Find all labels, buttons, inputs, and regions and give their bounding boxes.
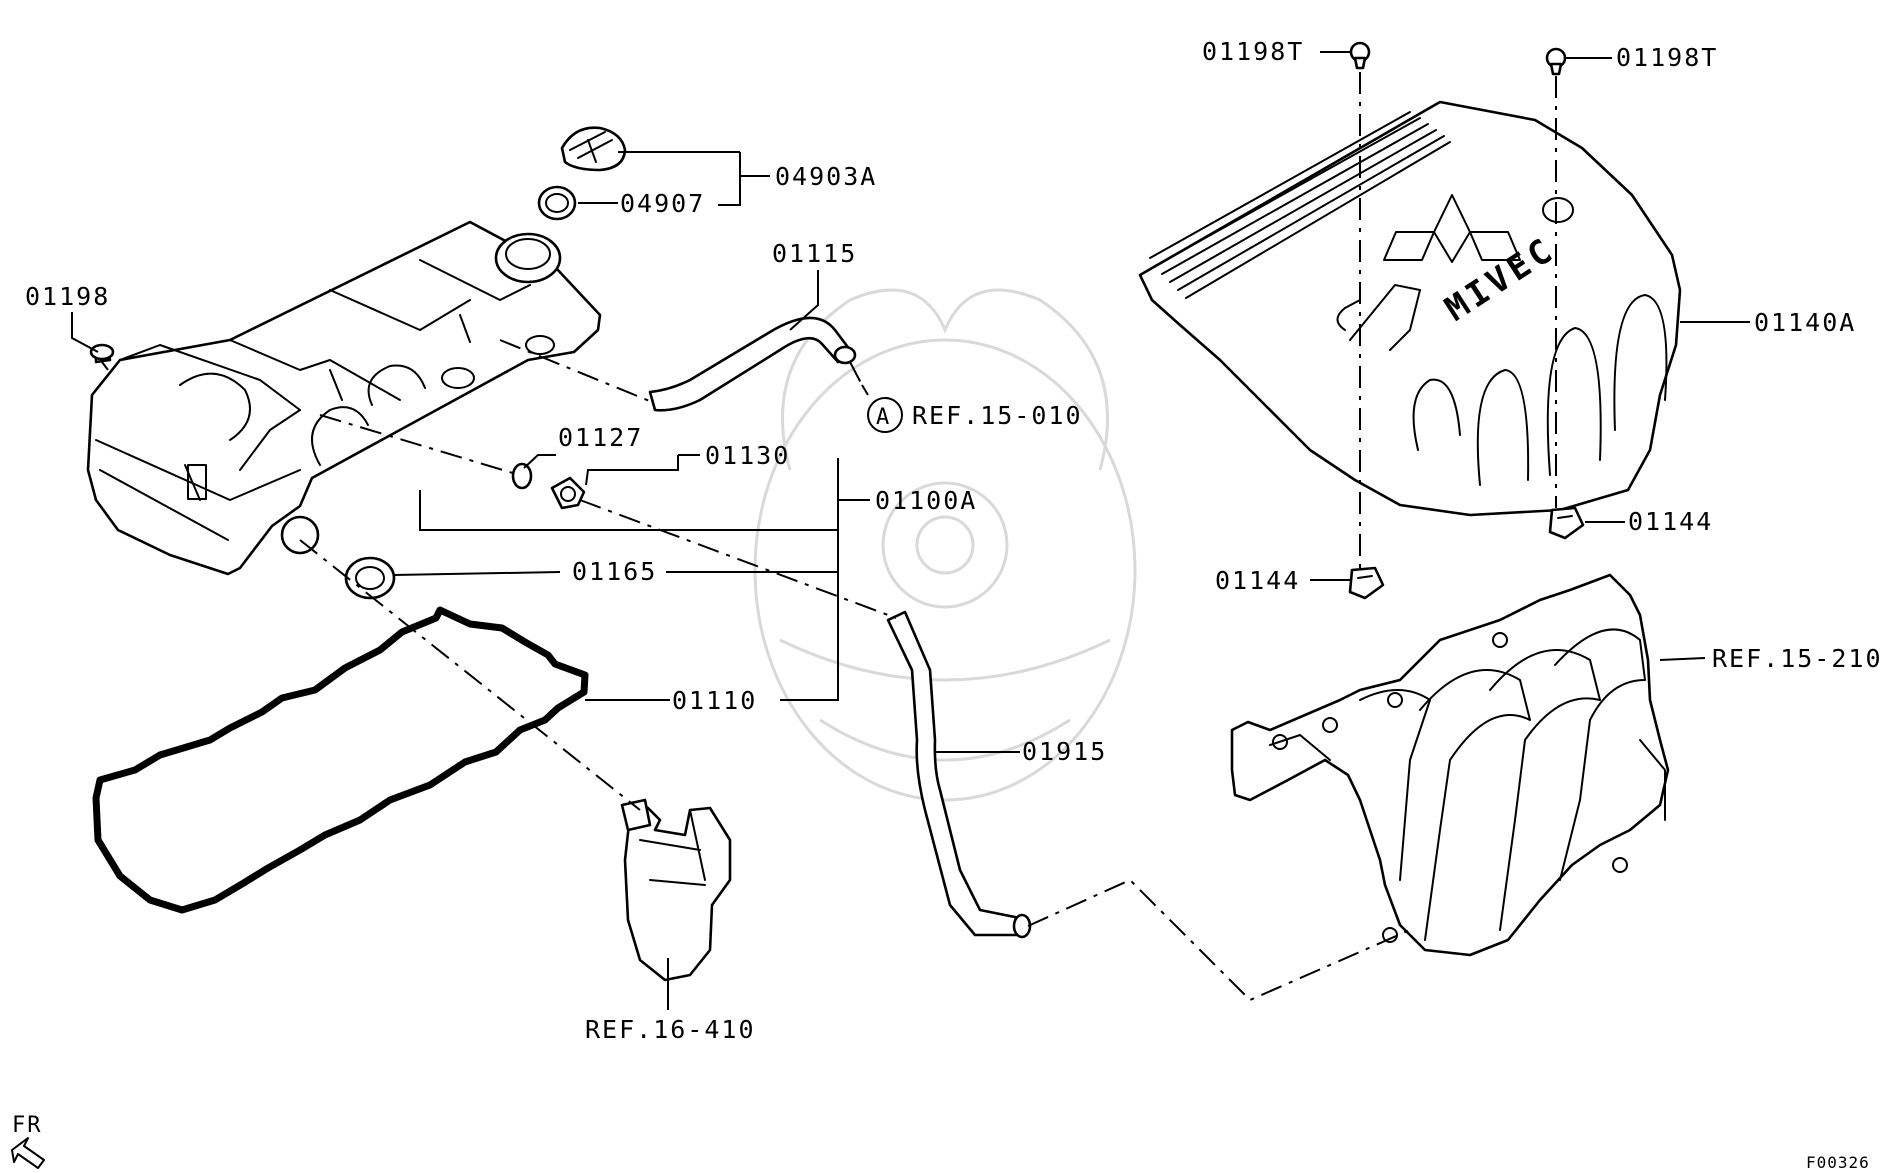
bolt-01198T-right: [1545, 47, 1567, 76]
label-01140A: 01140A: [1754, 308, 1856, 337]
clip-01144-right: [1548, 506, 1585, 540]
label-fr: FR: [12, 1113, 43, 1138]
label-01130: 01130: [705, 441, 790, 470]
label-01165: 01165: [572, 557, 657, 586]
filler-cap-gasket: [537, 185, 577, 221]
label-04903A: 04903A: [775, 162, 877, 191]
label-01915: 01915: [1022, 737, 1107, 766]
front-direction-arrow-icon: [11, 1137, 45, 1169]
watermark-emblem: [753, 288, 1137, 802]
label-01127: 01127: [558, 423, 643, 452]
clip-01144-left: [1348, 566, 1385, 600]
label-ref-16-410: REF.16-410: [585, 1015, 756, 1044]
label-04907: 04907: [620, 189, 705, 218]
label-01110: 01110: [672, 686, 757, 715]
centerlines: [101, 72, 1557, 1002]
label-ref-15-210: REF.15-210: [1712, 644, 1883, 673]
label-01198: 01198: [25, 282, 110, 311]
label-01144-left: 01144: [1215, 566, 1300, 595]
diagram-code: F00326: [1806, 1153, 1870, 1172]
oil-filler-cap: [560, 126, 627, 172]
intake-manifold: [1230, 573, 1670, 957]
valve-cover: [86, 220, 602, 576]
bolt-01198: [89, 343, 115, 364]
leader-lines: [71, 51, 1750, 1010]
pcv-valve: [550, 476, 586, 510]
label-01198T-left: 01198T: [1202, 37, 1304, 66]
label-01115: 01115: [772, 239, 857, 268]
pcv-hose-01915: [886, 610, 1032, 939]
breather-hose-01115: [648, 316, 857, 412]
ref-a-marker-icon: A: [867, 397, 903, 433]
label-01198T-right: 01198T: [1616, 43, 1718, 72]
label-01144-right: 01144: [1628, 507, 1713, 536]
bolt-01198T-left: [1349, 41, 1371, 70]
label-01100A: 01100A: [875, 486, 977, 515]
seal-01165: [344, 556, 396, 600]
sensor-assembly: [620, 798, 732, 982]
label-ref-15-010: REF.15-010: [912, 401, 1083, 430]
engine-cover: MIVEC: [1138, 100, 1682, 517]
o-ring-01127: [511, 462, 533, 490]
svg-text:A: A: [876, 405, 889, 430]
valve-cover-gasket: [92, 606, 589, 914]
mitsubishi-logo-icon: [1383, 194, 1521, 263]
